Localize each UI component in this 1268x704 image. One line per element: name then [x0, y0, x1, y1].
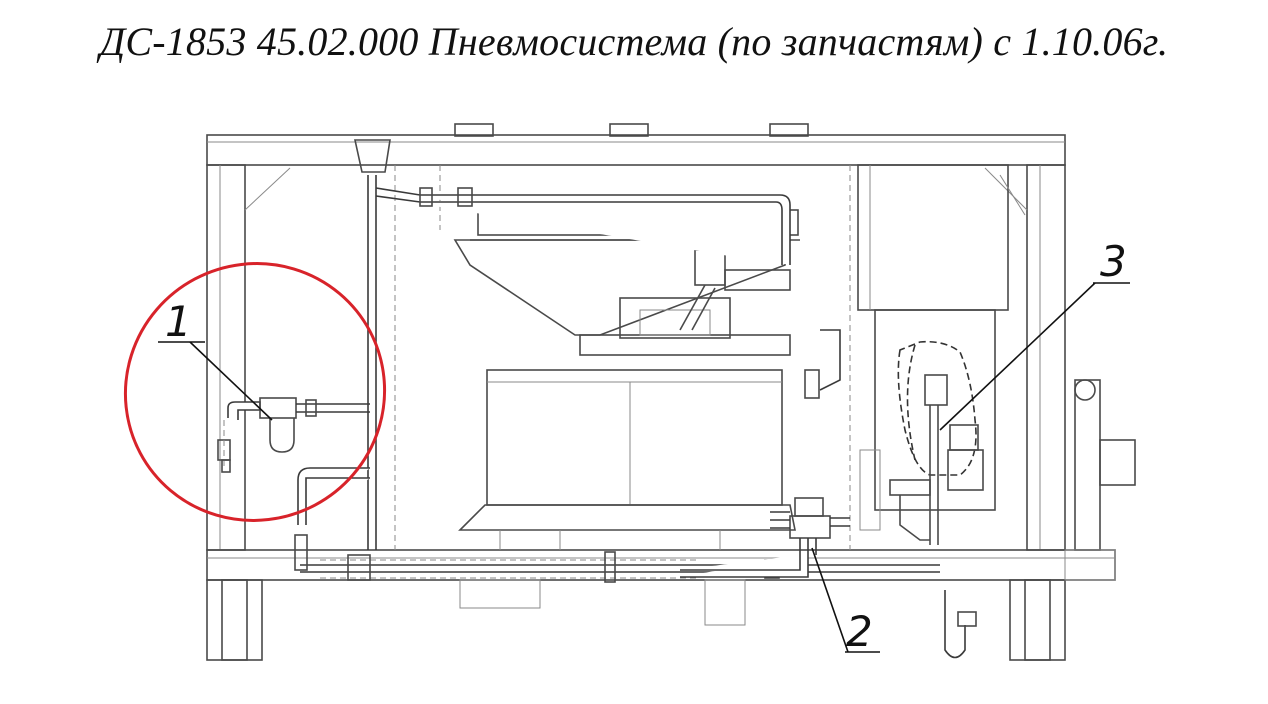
air-pipe-top — [354, 139, 791, 550]
callout-3: 3 — [939, 237, 1130, 431]
valve-block — [770, 497, 850, 555]
page-title: ДС-1853 45.02.000 Пневмосистема (по запч… — [99, 19, 1169, 64]
air-pipe-bottom — [294, 534, 940, 583]
filter-assembly — [217, 397, 370, 525]
highlight-ellipse — [123, 262, 387, 522]
callout-1-label: 1 — [165, 297, 192, 346]
callout-3-label: 3 — [1100, 237, 1127, 286]
right-housing — [804, 164, 1136, 659]
callout-1: 1 — [158, 297, 273, 421]
mixer-body — [453, 209, 800, 550]
callout-2-label: 2 — [846, 607, 873, 656]
callout-2: 2 — [811, 547, 880, 656]
